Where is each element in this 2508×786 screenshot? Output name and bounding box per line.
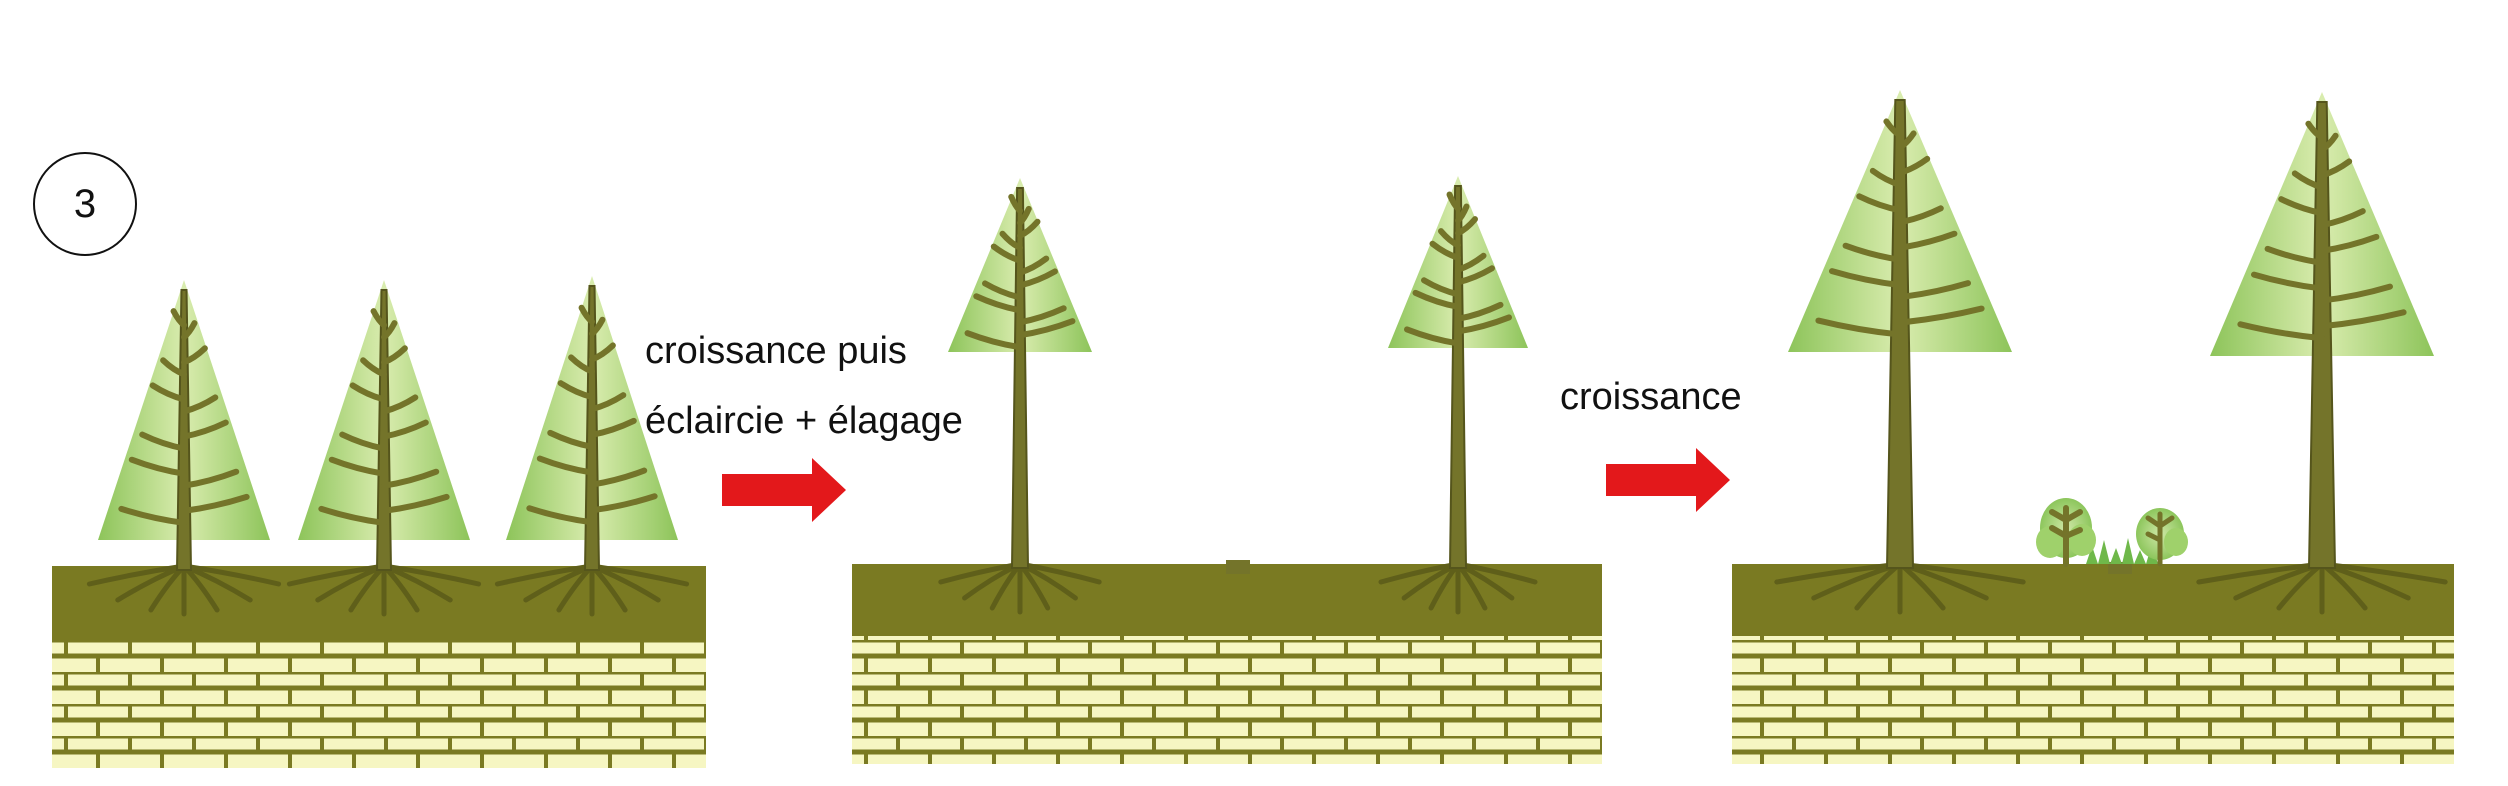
arrow-right-icon	[722, 458, 846, 522]
seedling-icon	[2136, 508, 2188, 567]
conifer-icon	[1378, 176, 1538, 615]
undergrowth	[2036, 498, 2188, 567]
stump-icon	[2108, 562, 2132, 574]
arrow-right-icon	[1606, 448, 1730, 512]
step-number-badge: 3	[33, 152, 137, 256]
conifer-icon	[286, 280, 482, 617]
conifer-icon	[2196, 92, 2448, 615]
arrow1-label-line1: croissance puis	[645, 330, 907, 372]
conifer-icon	[494, 276, 690, 617]
seedling-icon	[2036, 498, 2096, 567]
conifer-icon	[938, 178, 1102, 615]
conifer-icon	[1774, 90, 2026, 615]
stump-icon	[1226, 560, 1250, 574]
arrow1-label-line2: éclaircie + élagage	[645, 400, 963, 442]
panel-1-ground	[52, 566, 706, 768]
panel-3-ground	[1732, 564, 2454, 764]
conifer-icon	[86, 280, 282, 617]
arrow2-label: croissance	[1560, 376, 1742, 418]
panel-2-ground	[852, 564, 1602, 764]
